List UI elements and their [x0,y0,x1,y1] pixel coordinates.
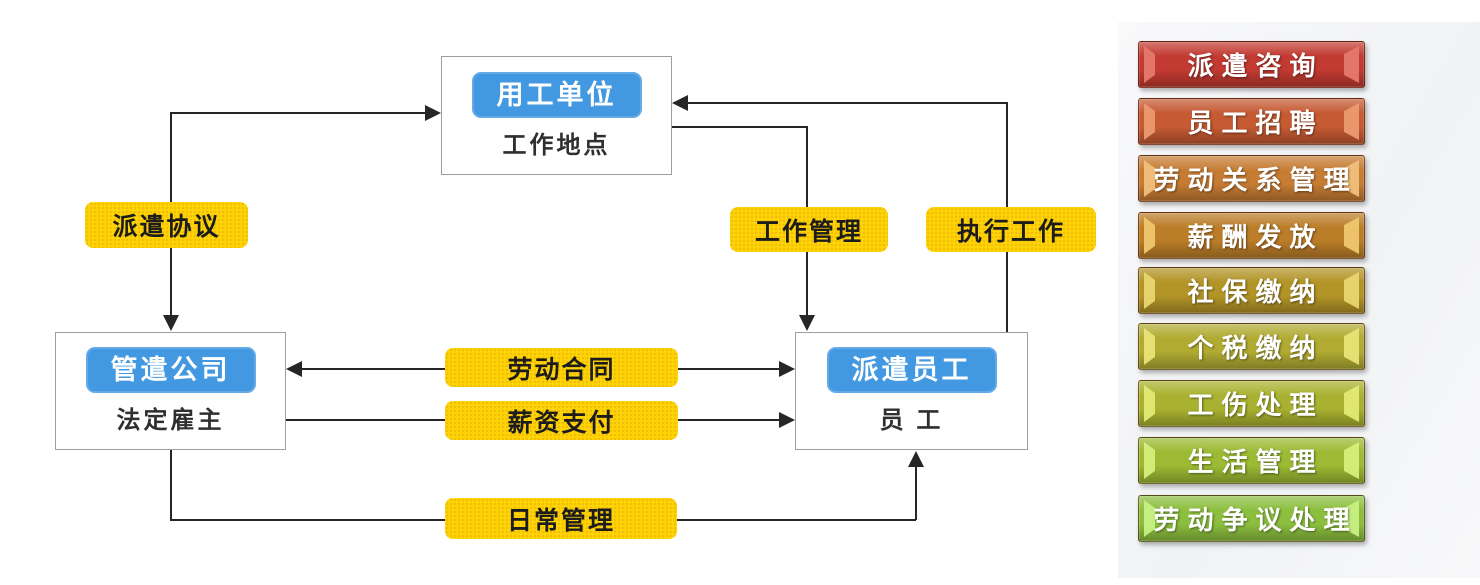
sidebar-item-label: 劳动关系管理 [1153,166,1358,195]
sidebar-item-label: 派遣咨询 [1187,52,1324,81]
sidebar-item-social-insurance-payment[interactable]: 社保缴纳 [1138,267,1365,314]
edge-label-dispatch-agreement: 派遣协议 [85,202,248,248]
dispatch-company-pill: 管遣公司 [85,347,256,393]
edge-label-salary-payment: 薪资支付 [445,401,678,440]
sidebar-item-staff-recruitment[interactable]: 员工招聘 [1138,98,1365,145]
sidebar-item-labor-dispute-handling[interactable]: 劳动争议处理 [1138,495,1365,542]
node-employing-unit: 用工单位 工作地点 [441,56,672,175]
edge-label-daily-management: 日常管理 [445,498,677,539]
sidebar-item-label: 个税缴纳 [1187,334,1324,363]
sidebar-item-dispatch-consulting[interactable]: 派遣咨询 [1138,41,1365,88]
arrowhead-salary-right [779,412,795,428]
employing-unit-subtitle: 工作地点 [502,131,611,159]
node-dispatch-company: 管遣公司 法定雇主 [55,332,286,450]
sidebar-item-label: 员工招聘 [1187,109,1324,138]
arrowhead-execute-work [672,95,688,111]
sidebar-item-label: 生活管理 [1187,448,1324,477]
sidebar-item-payroll-distribution[interactable]: 薪酬发放 [1138,212,1365,259]
dispatch-company-subtitle: 法定雇主 [116,407,225,434]
arrowhead-into-employee-bottom [908,451,924,467]
edge-label-work-management: 工作管理 [730,207,888,252]
arrowhead-into-dispatch-company [163,315,179,331]
sidebar-item-labor-relations-management[interactable]: 劳动关系管理 [1138,155,1365,202]
sidebar-item-life-management[interactable]: 生活管理 [1138,437,1365,484]
connector-work-mgmt-h [672,126,808,128]
employing-unit-pill: 用工单位 [471,71,642,118]
sidebar-item-individual-tax-payment[interactable]: 个税缴纳 [1138,323,1365,370]
sidebar-item-label: 劳动争议处理 [1153,506,1358,535]
sidebar-item-work-injury-handling[interactable]: 工伤处理 [1138,380,1365,427]
arrowhead-into-employing-unit [425,105,441,121]
connector-execute-h [687,102,1008,104]
edge-label-labor-contract: 劳动合同 [445,348,678,387]
arrowhead-contract-left [286,361,302,377]
connector-agreement-h [170,112,426,114]
dispatched-employee-pill: 派遣员工 [826,347,997,393]
sidebar-item-label: 工伤处理 [1187,391,1324,420]
sidebar-item-label: 社保缴纳 [1187,278,1324,307]
dispatched-employee-subtitle: 员 工 [879,407,944,434]
edge-label-execute-work: 执行工作 [926,207,1096,252]
arrowhead-contract-right [779,361,795,377]
connector-daily-v2 [915,466,917,520]
node-dispatched-employee: 派遣员工 员 工 [795,332,1028,450]
arrowhead-into-employee-top [799,315,815,331]
sidebar-item-label: 薪酬发放 [1187,223,1324,252]
connector-daily-v1 [170,450,172,521]
